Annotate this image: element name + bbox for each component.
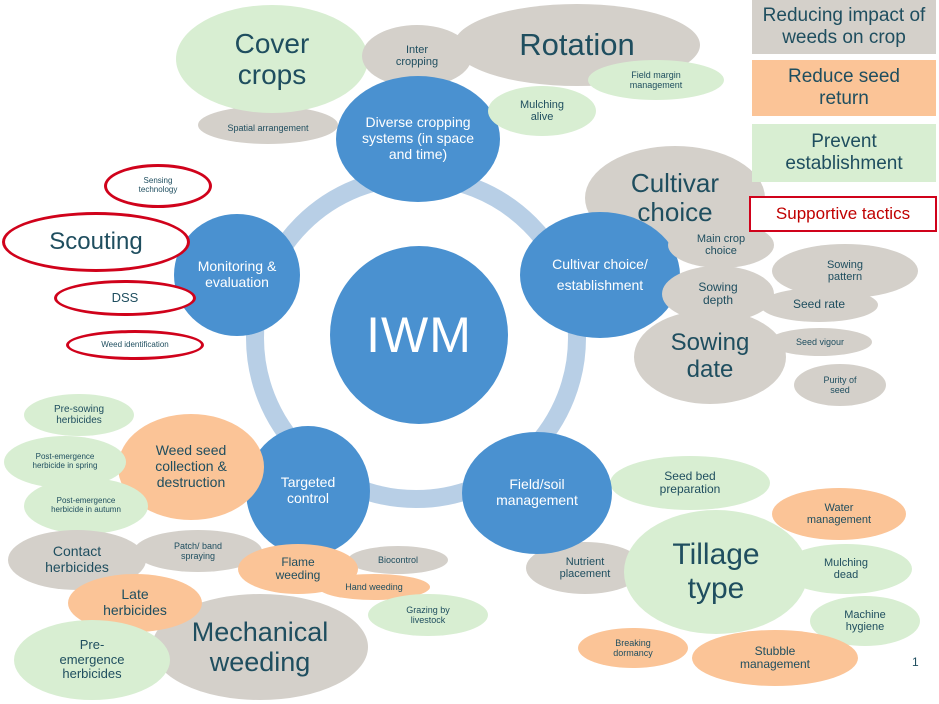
- water-management-bubble: Water management: [772, 488, 906, 540]
- spatial-arrangement-label: Spatial arrangement: [227, 122, 309, 133]
- pillar-diverse-cropping: Diverse cropping systems (in space and t…: [336, 76, 500, 202]
- mechanical-weeding-label: Mechanical weeding: [191, 616, 329, 677]
- grazing-livestock-label: Grazing by livestock: [406, 604, 450, 625]
- pre-sowing-herbicides-label: Pre-sowing herbicides: [53, 403, 105, 426]
- mulching-dead-bubble: Mulching dead: [780, 544, 912, 594]
- contact-herbicides-label: Contact herbicides: [45, 543, 109, 575]
- seed-rate-bubble: Seed rate: [760, 288, 878, 322]
- sowing-date-label: Sowing date: [670, 329, 750, 383]
- pillar-targeted-control: Targeted control: [246, 426, 370, 556]
- biocontrol-bubble: Biocontrol: [348, 546, 448, 574]
- purity-of-seed-label: Purity of seed: [823, 374, 857, 395]
- dss-bubble: DSS: [54, 280, 196, 316]
- seed-vigour-label: Seed vigour: [795, 336, 845, 347]
- pillar-cultivar-establishment: Cultivar choice/ establishment: [520, 212, 680, 338]
- flame-weeding-label: Flame weeding: [275, 554, 321, 582]
- sensing-technology-label: Sensing technology: [138, 176, 178, 194]
- dss-label: DSS: [111, 289, 139, 305]
- post-emergence-spring-label: Post-emergence herbicide in spring: [32, 452, 98, 470]
- sowing-depth-label: Sowing depth: [698, 279, 738, 307]
- legend-prevent-establishment: Prevent establishment: [752, 124, 936, 182]
- seedbed-preparation-bubble: Seed bed preparation: [610, 456, 770, 510]
- stubble-management-bubble: Stubble management: [692, 630, 858, 686]
- tillage-type-bubble: Tillage type: [624, 510, 808, 634]
- legend-prevent-establishment-label: Prevent establishment: [785, 131, 903, 174]
- machine-hygiene-label: Machine hygiene: [844, 608, 886, 633]
- page-number: 1: [912, 655, 919, 669]
- pillar-monitoring: Monitoring & evaluation: [174, 214, 300, 336]
- cover-crops-bubble: Cover crops: [176, 5, 368, 113]
- machine-hygiene-bubble: Machine hygiene: [810, 596, 920, 646]
- pre-emergence-herbicides-bubble: Pre- emergence herbicides: [14, 620, 170, 700]
- cover-crops-label: Cover crops: [234, 27, 310, 90]
- legend-reduce-seed-return-label: Reduce seed return: [788, 66, 900, 109]
- scouting-label: Scouting: [49, 227, 143, 255]
- sowing-date-bubble: Sowing date: [634, 310, 786, 404]
- weed-identification-bubble: Weed identification: [66, 330, 204, 360]
- biocontrol-label: Biocontrol: [377, 554, 419, 565]
- pre-emergence-herbicides-label: Pre- emergence herbicides: [59, 637, 125, 682]
- pillar-field-soil-label: Field/soil management: [496, 476, 578, 508]
- stubble-management-label: Stubble management: [739, 643, 811, 671]
- tillage-type-label: Tillage type: [672, 538, 760, 605]
- pillar-monitoring-label: Monitoring & evaluation: [197, 258, 277, 290]
- water-management-label: Water management: [806, 501, 872, 526]
- pre-sowing-herbicides-bubble: Pre-sowing herbicides: [24, 394, 134, 436]
- iwm-hub: IWM: [330, 246, 508, 424]
- intercropping-label: Inter cropping: [395, 43, 439, 68]
- patch-band-spraying-label: Patch/ band spraying: [173, 540, 223, 561]
- mulching-dead-label: Mulching dead: [823, 556, 869, 581]
- field-margin-bubble: Field margin management: [588, 60, 724, 100]
- rotation-label: Rotation: [519, 26, 635, 62]
- purity-of-seed-bubble: Purity of seed: [794, 364, 886, 406]
- mulching-alive-bubble: Mulching alive: [488, 86, 596, 136]
- rotation-bubble: Rotation: [454, 4, 700, 86]
- nutrient-placement-label: Nutrient placement: [559, 555, 611, 580]
- legend-supportive-tactics-label: Supportive tactics: [775, 204, 911, 224]
- grazing-livestock-bubble: Grazing by livestock: [368, 594, 488, 636]
- sensing-technology-bubble: Sensing technology: [104, 164, 212, 208]
- legend-reducing-impact: Reducing impact of weeds on crop: [752, 0, 936, 54]
- flame-weeding-bubble: Flame weeding: [238, 544, 358, 594]
- weed-identification-label: Weed identification: [101, 339, 169, 349]
- legend-reduce-seed-return: Reduce seed return: [752, 60, 936, 116]
- pillar-targeted-control-label: Targeted control: [280, 474, 336, 506]
- sowing-pattern-label: Sowing pattern: [826, 258, 864, 283]
- legend-reducing-impact-label: Reducing impact of weeds on crop: [762, 5, 926, 48]
- legend-supportive-tactics: Supportive tactics: [749, 196, 937, 232]
- pillar-field-soil: Field/soil management: [462, 432, 612, 554]
- late-herbicides-label: Late herbicides: [103, 586, 167, 618]
- scouting-bubble: Scouting: [2, 212, 190, 272]
- weed-seed-collection-label: Weed seed collection & destruction: [155, 442, 227, 490]
- breaking-dormancy-label: Breaking dormancy: [613, 637, 653, 658]
- post-emergence-autumn-bubble: Post-emergence herbicide in autumn: [24, 478, 148, 534]
- pillar-diverse-cropping-label: Diverse cropping systems (in space and t…: [361, 114, 475, 162]
- seedbed-preparation-label: Seed bed preparation: [659, 468, 721, 496]
- field-margin-label: Field margin management: [629, 69, 683, 90]
- pillar-cultivar-establishment-label: Cultivar choice/ establishment: [552, 256, 648, 293]
- late-herbicides-bubble: Late herbicides: [68, 574, 202, 632]
- mulching-alive-label: Mulching alive: [519, 98, 565, 123]
- seed-rate-label: Seed rate: [792, 297, 846, 312]
- cultivar-choice-tactic-label: Cultivar choice: [630, 167, 720, 227]
- hand-weeding-label: Hand weeding: [345, 581, 403, 592]
- iwm-hub-label: IWM: [366, 307, 472, 363]
- main-crop-choice-label: Main crop choice: [696, 232, 746, 257]
- breaking-dormancy-bubble: Breaking dormancy: [578, 628, 688, 668]
- post-emergence-autumn-label: Post-emergence herbicide in autumn: [51, 496, 121, 514]
